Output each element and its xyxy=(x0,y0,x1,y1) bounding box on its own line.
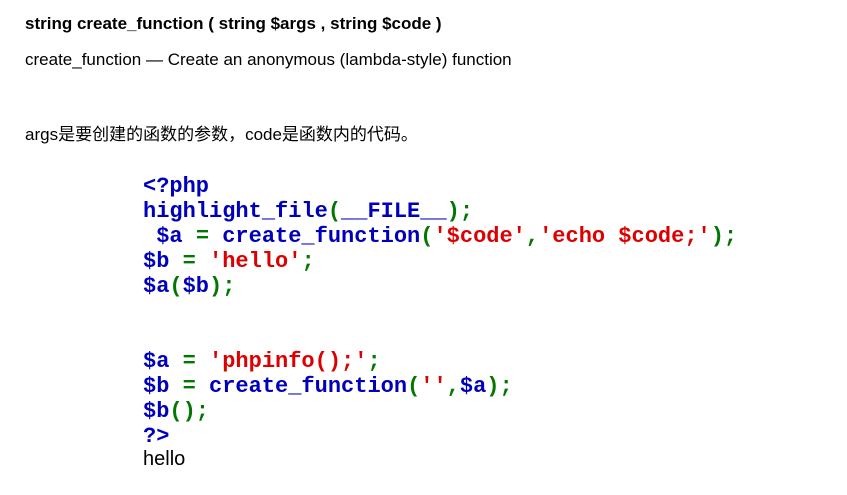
code-token: ( xyxy=(169,274,183,299)
code-token: '$code' xyxy=(433,224,526,249)
code-token: ); xyxy=(486,374,513,399)
function-signature: string create_function ( string $args , … xyxy=(25,14,442,33)
code-token: 'hello' xyxy=(209,249,302,274)
code-token: create_function xyxy=(209,374,408,399)
code-line xyxy=(143,299,737,324)
code-line: ?> xyxy=(143,424,737,449)
code-token: = xyxy=(182,249,210,274)
code-token: ( xyxy=(327,199,342,224)
code-line: highlight_file(__FILE__); xyxy=(143,199,737,224)
code-line: $a($b); xyxy=(143,274,737,299)
script-output: hello xyxy=(143,448,186,470)
code-line: $b = create_function('',$a); xyxy=(143,374,737,399)
code-token: = xyxy=(182,349,210,374)
code-token: ); xyxy=(710,224,738,249)
code-line: $b = 'hello'; xyxy=(143,249,737,274)
code-token: ); xyxy=(446,199,474,224)
code-token: ?> xyxy=(143,424,170,449)
code-token: ; xyxy=(367,349,381,374)
code-token: __FILE__ xyxy=(341,199,447,224)
code-token: '' xyxy=(420,374,447,399)
code-token: ( xyxy=(420,224,434,249)
code-token: $a xyxy=(143,224,196,249)
code-token: $a xyxy=(143,349,183,374)
code-token: $b xyxy=(143,249,183,274)
parameter-note: args是要创建的函数的参数，code是函数内的代码。 xyxy=(25,125,418,144)
code-token: $b xyxy=(143,399,170,424)
code-token: = xyxy=(195,224,223,249)
code-token: , xyxy=(446,374,460,399)
code-token: $b xyxy=(182,274,210,299)
code-token: create_function xyxy=(222,224,421,249)
code-token: $b xyxy=(143,374,183,399)
function-description: create_function — Create an anonymous (l… xyxy=(25,50,512,69)
code-token: ( xyxy=(407,374,421,399)
code-token: 'echo $code;' xyxy=(539,224,711,249)
code-line: $b(); xyxy=(143,399,737,424)
code-line: $a = create_function('$code','echo $code… xyxy=(143,224,737,249)
code-line: <?php xyxy=(143,174,737,199)
code-token: highlight_file xyxy=(143,199,328,224)
code-token: ; xyxy=(301,249,315,274)
code-line: $a = 'phpinfo();'; xyxy=(143,349,737,374)
code-token: ); xyxy=(209,274,236,299)
code-line xyxy=(143,324,737,349)
code-token: $a xyxy=(143,274,170,299)
code-token: $a xyxy=(459,374,487,399)
code-token: (); xyxy=(169,399,210,424)
code-token: , xyxy=(525,224,540,249)
code-token: 'phpinfo();' xyxy=(209,349,368,374)
code-token: = xyxy=(182,374,210,399)
code-token: <?php xyxy=(143,174,210,199)
